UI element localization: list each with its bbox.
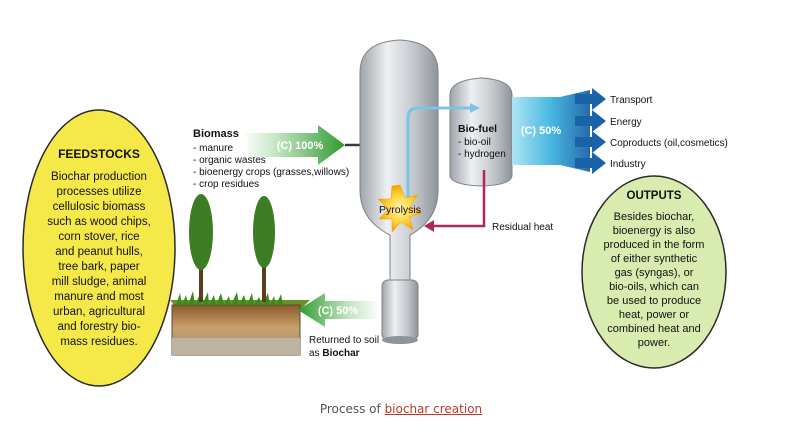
blue-arrow-transport	[575, 88, 606, 110]
biochar-creation-link[interactable]: biochar creation	[384, 402, 483, 416]
biomass-list: Biomass - manure - organic wastes - bioe…	[193, 128, 349, 190]
vessel-collector	[381, 279, 419, 341]
outputs-line-4: gas (syngas), or	[615, 267, 694, 279]
soil-illustration	[170, 194, 310, 356]
caption-prefix: Process of	[319, 402, 385, 416]
blue-arrow-energy	[575, 110, 606, 132]
feedstocks-line-5: and peanut hulls,	[55, 246, 143, 258]
outputs-panel: OUTPUTS Besides biochar, bioenergy is al…	[581, 175, 727, 369]
tree-trunk-left	[199, 250, 203, 302]
feedstocks-line-10: and forestry bio-	[57, 321, 140, 333]
feedstocks-title: FEEDSTOCKS	[58, 147, 140, 161]
residual-heat-label: Residual heat	[492, 222, 553, 233]
biofuel-item-0: - bio-oil	[458, 137, 491, 148]
grass-icon	[176, 291, 283, 305]
tree-icon-right	[253, 196, 275, 268]
biomass-input-arrow: (C) 100%	[243, 125, 345, 165]
blue-fan-body	[512, 90, 590, 172]
flame-icon	[377, 184, 423, 233]
outputs-line-1: bioenergy is also	[613, 225, 696, 237]
outputs-line-0: Besides biochar,	[614, 211, 695, 223]
use-transport: Transport	[610, 95, 653, 106]
vessel-body	[359, 39, 439, 281]
feedstocks-panel: FEEDSTOCKS Biochar production processes …	[22, 109, 176, 387]
biomass-item-0: - manure	[193, 143, 233, 154]
outputs-ellipse	[581, 175, 727, 369]
feedstocks-line-11: mass residues.	[60, 336, 137, 348]
biomass-item-1: - organic wastes	[193, 155, 266, 166]
biomass-item-3: - crop residues	[193, 179, 259, 190]
as-biochar-label: as Biochar	[309, 348, 360, 359]
outputs-line-3: of either synthetic	[611, 253, 698, 265]
biomass-item-2: - bioenergy crops (grasses,willows)	[193, 167, 349, 178]
use-coproducts: Coproducts (oil,cosmetics)	[610, 138, 728, 149]
tank-body	[449, 77, 513, 187]
outputs-line-8: combined heat and	[607, 323, 701, 335]
feedstocks-line-7: mill sludge, animal	[52, 276, 147, 288]
vapor-line	[406, 106, 470, 200]
returned-to-soil-label: Returned to soil	[309, 335, 379, 346]
feedstocks-line-1: processes utilize	[56, 186, 141, 198]
biofuel-tank: Bio-fuel - bio-oil - hydrogen	[449, 77, 513, 187]
biofuel-title: Bio-fuel	[458, 123, 497, 135]
blue-arrow-coproducts	[575, 131, 606, 153]
outputs-title: OUTPUTS	[627, 190, 682, 202]
outputs-line-7: heat, power or	[619, 309, 690, 321]
biofuel-output-arrows: (C) 50% Transport Energy Coproducts (oil…	[512, 88, 728, 174]
blue-arrow-industry	[575, 152, 606, 174]
outputs-line-6: be used to produce	[607, 295, 701, 307]
biochar-return-arrow: (C) 50% Returned to soil as Biochar	[298, 293, 380, 359]
green-arrow-right	[243, 125, 345, 165]
biochar-word: Biochar	[322, 348, 359, 359]
pyrolysis-vessel	[359, 39, 439, 344]
feedstocks-line-4: corn stover, rice	[58, 231, 139, 243]
feedstocks-line-2: cellulosic biomass	[53, 201, 146, 213]
tree-icon-left	[189, 194, 213, 270]
feedstocks-line-9: urban, agricultural	[53, 306, 145, 318]
pyrolysis-label: Pyrolysis	[379, 204, 421, 216]
feedstocks-line-8: manure and most	[54, 291, 144, 303]
tree-trunk-right	[262, 248, 266, 302]
use-energy: Energy	[610, 117, 642, 128]
residual-heat-line	[432, 170, 486, 228]
use-industry: Industry	[610, 159, 646, 170]
feedstocks-line-6: tree bark, paper	[58, 261, 139, 273]
biofuel-item-1: - hydrogen	[458, 149, 506, 160]
outputs-line-2: produced in the form	[604, 239, 705, 251]
feedstocks-ellipse	[22, 109, 176, 387]
biofuel-arrow-label: (C) 50%	[521, 125, 562, 137]
outputs-line-9: power.	[638, 337, 670, 349]
residual-heat-arrowhead	[424, 220, 434, 232]
vapor-arrowhead	[470, 103, 480, 113]
outputs-line-5: bio-oils, which can	[609, 281, 699, 293]
pyrolysis-burst: Pyrolysis	[377, 184, 423, 233]
biomass-arrow-label: (C) 100%	[277, 140, 324, 152]
biomass-title: Biomass	[193, 128, 239, 140]
biochar-arrow-label: (C) 50%	[318, 305, 359, 317]
green-arrow-left	[298, 293, 380, 327]
feedstocks-line-3: such as wood chips,	[47, 216, 151, 228]
figure-caption: Process of biochar creation	[0, 402, 802, 416]
vessel-collector-base	[382, 336, 418, 344]
feedstocks-line-0: Biochar production	[51, 171, 147, 183]
soil-bottom-layer	[172, 338, 300, 355]
